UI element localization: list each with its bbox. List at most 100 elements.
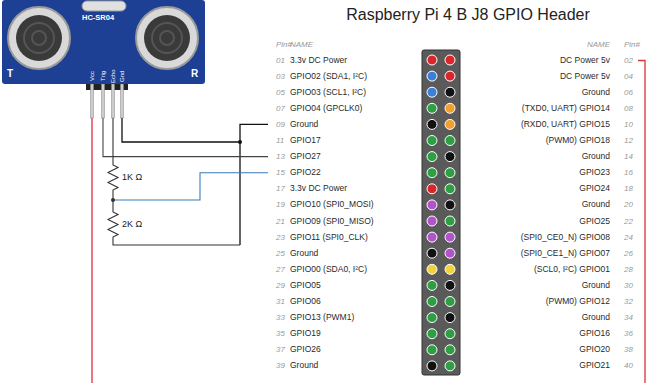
pin-dot: [445, 184, 455, 194]
pin-dot: [427, 280, 437, 290]
pin-dot: [427, 232, 437, 242]
vcc-wire: [91, 118, 92, 383]
pin-number: 12: [624, 135, 633, 146]
pin-number: 02: [624, 55, 633, 66]
pin-dot: [445, 313, 455, 323]
pin-number: 21: [276, 216, 285, 227]
sensor-board: HC-SR04TRVccTrigEchoGnd: [2, 0, 205, 84]
pin-number: 30: [624, 280, 633, 291]
pin-number: 01: [276, 55, 285, 66]
crystal: [82, 1, 126, 11]
pin-name: GPIO00 (SDA0, I²C): [290, 264, 367, 275]
transducer: [8, 7, 70, 69]
module-name: HC-SR04: [82, 13, 114, 22]
pin-label: Vcc: [89, 71, 96, 81]
pin-name: (PWM0) GPIO18: [546, 135, 610, 146]
pin-dot: [445, 71, 455, 81]
pin-dot: [427, 216, 437, 226]
transducer-mesh: [144, 15, 190, 61]
pin-dot: [427, 345, 437, 355]
resistor-value: 2K Ω: [122, 219, 142, 230]
pin-name: GPIO20: [579, 344, 610, 355]
pin-number: 04: [624, 71, 633, 82]
pin-number: 13: [276, 151, 285, 162]
pin-number: 14: [624, 151, 633, 162]
pin-name: GPIO25: [579, 216, 610, 227]
pin-name: (SPI0_CE1_N) GPIO07: [521, 248, 610, 259]
pin-name: Ground: [582, 87, 610, 98]
pin-dot: [445, 329, 455, 339]
column-header: Pin#: [276, 39, 292, 50]
pin-dot: [427, 297, 437, 307]
pin-name: (SPI0_CE0_N) GPIO08: [521, 232, 610, 243]
vcc-wire: [638, 61, 645, 383]
pin-name: Ground: [290, 360, 318, 371]
column-header: NAME: [290, 39, 313, 50]
pin-dot: [445, 264, 455, 274]
ground-wire: [122, 118, 240, 142]
pin-name: 3.3v DC Power: [290, 183, 347, 194]
pin-number: 29: [276, 280, 285, 291]
pin-dot: [445, 168, 455, 178]
pin-dot: [445, 200, 455, 210]
pin-name: GPIO03 (SCL1, I²C): [290, 87, 366, 98]
sensor-pin: [102, 84, 105, 118]
pin-number: 33: [276, 312, 285, 323]
pin-name: GPIO24: [579, 183, 610, 194]
pin-number: 10: [624, 119, 633, 130]
header-title: Raspberry Pi 4 B J8 GPIO Header: [300, 5, 636, 25]
pin-number: 39: [276, 360, 285, 371]
pin-name: GPIO27: [290, 151, 321, 162]
pin-number: 32: [624, 296, 633, 307]
pin-name: Ground: [582, 199, 610, 210]
pin-number: 25: [276, 248, 285, 259]
pin-name: GPIO10 (SPI0_MOSI): [290, 199, 374, 210]
pin-name: GPIO13 (PWM1): [290, 312, 354, 323]
pin-number: 07: [276, 103, 285, 114]
pin-dot: [445, 297, 455, 307]
pin-dot: [427, 119, 437, 129]
pin-number: 19: [276, 199, 285, 210]
pin-name: GPIO17: [290, 135, 321, 146]
pin-number: 06: [624, 87, 633, 98]
pin-name: 3.3v DC Power: [290, 55, 347, 66]
pin-name: Ground: [582, 280, 610, 291]
pin-dot: [445, 119, 455, 129]
pin-dot: [427, 103, 437, 113]
pin-name: GPIO21: [579, 360, 610, 371]
pin-number: 16: [624, 167, 633, 178]
pin-dot: [445, 248, 455, 258]
pin-dot: [445, 152, 455, 162]
pin-number: 11: [276, 135, 284, 146]
junction-dot: [238, 140, 242, 144]
pin-dot: [427, 152, 437, 162]
pin-dot: [445, 216, 455, 226]
transducer-mesh: [152, 23, 182, 53]
pin-number: 37: [276, 344, 285, 355]
transducer-mesh: [32, 31, 46, 45]
pin-label: Trig: [100, 71, 107, 81]
pin-name: GPIO23: [579, 167, 610, 178]
pin-dot: [427, 329, 437, 339]
sensor-pin: [112, 84, 115, 118]
pin-number: 20: [624, 199, 633, 210]
pin-name: Ground: [290, 248, 318, 259]
pin-dot: [427, 87, 437, 97]
column-header: NAME: [587, 39, 610, 50]
header-strip: [422, 50, 460, 375]
pin-dot: [445, 55, 455, 65]
pin-dot: [445, 103, 455, 113]
pin-dot: [445, 345, 455, 355]
pin-dot: [445, 280, 455, 290]
pin-number: 15: [276, 167, 285, 178]
pin-dot: [427, 200, 437, 210]
pin-name: DC Power 5v: [560, 55, 610, 66]
pin-name: GPIO06: [290, 296, 321, 307]
pin-number: 40: [624, 360, 633, 371]
pin-number: 09: [276, 119, 285, 130]
pin-label: Gnd: [119, 70, 126, 81]
pin-name: GPIO16: [579, 328, 610, 339]
pin-dot: [445, 87, 455, 97]
pin-number: 17: [276, 183, 285, 194]
